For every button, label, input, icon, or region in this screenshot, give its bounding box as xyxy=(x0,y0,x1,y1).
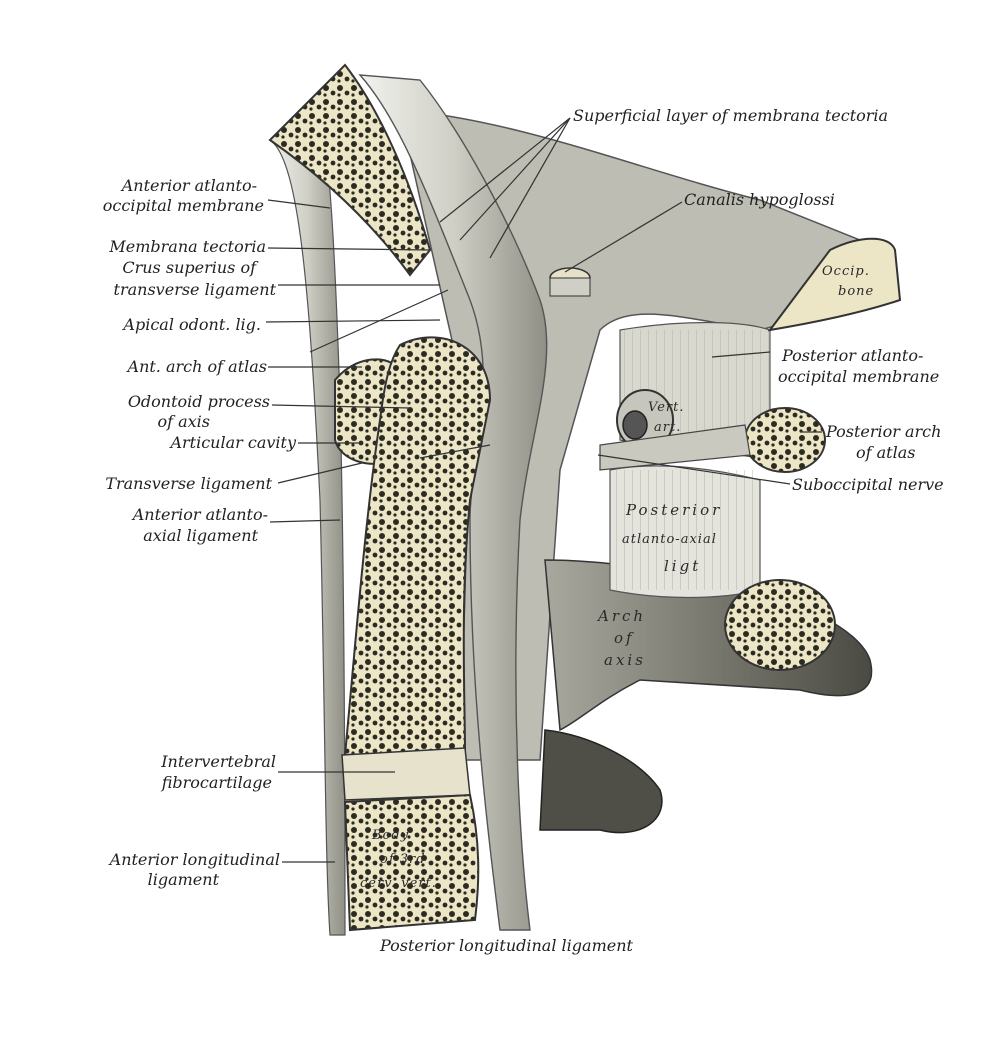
label-posterior-arch-1: Posterior arch xyxy=(826,422,942,441)
label-transverse-ligament: Transverse ligament xyxy=(105,474,272,493)
label-posterior-arch-2: of atlas xyxy=(856,443,916,462)
inset-posterior-aa-3: ligt xyxy=(664,557,702,575)
inset-posterior-aa-2: atlanto-axial xyxy=(622,532,717,547)
inset-occip-1: Occip. xyxy=(822,264,870,279)
inset-vert-1: Vert. xyxy=(648,400,685,415)
label-articular-cavity: Articular cavity xyxy=(170,433,296,452)
inset-arch-axis-2: of xyxy=(614,629,635,647)
inset-body-1: Body xyxy=(372,828,410,843)
label-ant-arch-atlas: Ant. arch of atlas xyxy=(127,357,267,376)
inset-occip-2: bone xyxy=(838,284,875,299)
label-suboccipital-nerve: Suboccipital nerve xyxy=(792,475,944,494)
inset-body-3: cerv. vert. xyxy=(360,876,437,891)
lower-dark-mass xyxy=(539,729,663,834)
label-odontoid-1: Odontoid process xyxy=(127,392,270,411)
label-apical-odont: Apical odont. lig. xyxy=(123,315,261,334)
label-anterior-longitudinal-2: ligament xyxy=(147,870,219,889)
label-odontoid-2: of axis xyxy=(157,412,210,431)
label-anterior-atlanto-occipital-2: occipital membrane xyxy=(102,196,264,215)
label-anterior-atlanto-axial-2: axial ligament xyxy=(143,526,258,545)
tectorial-band xyxy=(358,74,548,931)
inset-arch-axis-3: axis xyxy=(604,651,646,669)
label-superficial-layer: Superficial layer of membrana tectoria xyxy=(573,106,889,125)
intervertebral-disc xyxy=(341,747,471,801)
inset-posterior-aa-1: Posterior xyxy=(626,501,723,519)
inset-vert-2: art. xyxy=(654,420,682,435)
label-canalis-hypoglossi: Canalis hypoglossi xyxy=(684,190,835,209)
third-cervical-body xyxy=(343,793,480,932)
label-intervertebral-1: Intervertebral xyxy=(161,752,276,771)
label-anterior-longitudinal-1: Anterior longitudinal xyxy=(109,850,280,869)
label-intervertebral-2: fibrocartilage xyxy=(161,773,272,792)
label-posterior-longitudinal: Posterior longitudinal ligament xyxy=(380,936,633,955)
label-anterior-atlanto-occipital-1: Anterior atlanto- xyxy=(121,176,257,195)
label-crus-superius-1: Crus superius of xyxy=(122,258,256,277)
inset-arch-axis-1: Arch xyxy=(598,607,647,625)
label-posterior-ao-2: occipital membrane xyxy=(778,367,940,386)
label-crus-superius-2: transverse ligament xyxy=(113,280,276,299)
occipital-bone-right xyxy=(767,237,902,332)
label-membrana-tectoria: Membrana tectoria xyxy=(109,237,266,256)
label-posterior-ao-1: Posterior atlanto- xyxy=(782,346,924,365)
leader-lines xyxy=(265,117,822,863)
anterior-ligament-column xyxy=(268,109,346,936)
inset-body-2: of 3rd xyxy=(380,852,426,867)
label-anterior-atlanto-axial-1: Anterior atlanto- xyxy=(132,505,268,524)
